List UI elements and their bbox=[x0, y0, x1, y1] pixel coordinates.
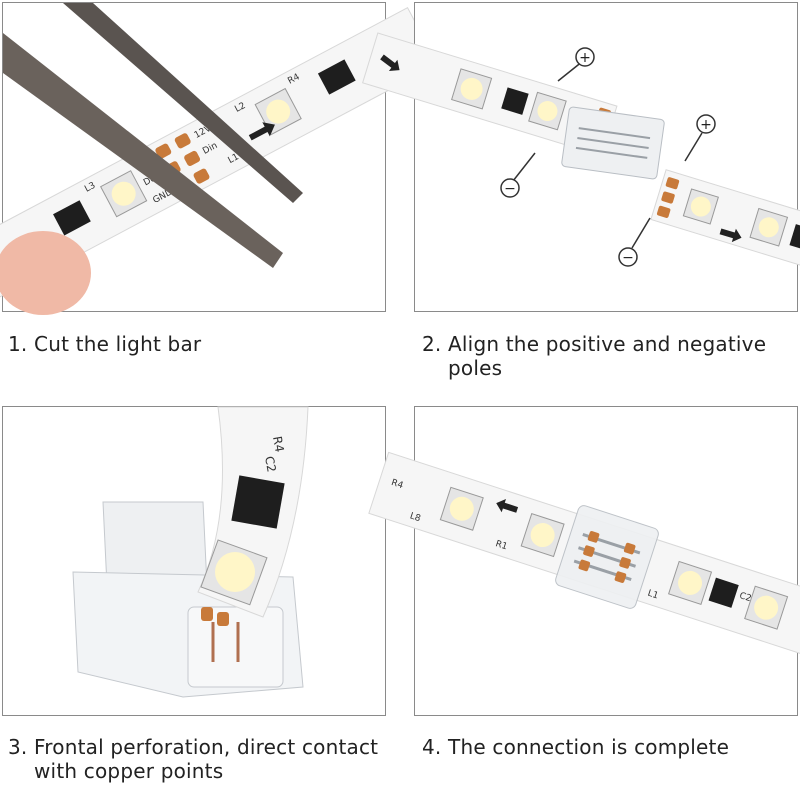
positive-marker-icon bbox=[575, 47, 595, 67]
step2-image: + − + − bbox=[362, 2, 800, 312]
step-number: 1. bbox=[8, 332, 28, 356]
closed-connector bbox=[555, 505, 659, 609]
step-text-line2: with copper points bbox=[34, 759, 224, 783]
led-icon bbox=[530, 523, 555, 548]
led-icon bbox=[111, 181, 136, 206]
chip-icon bbox=[317, 59, 356, 95]
finger bbox=[0, 231, 91, 315]
label-l1: L1 bbox=[646, 589, 659, 602]
copper-pad bbox=[174, 133, 191, 149]
led-icon bbox=[449, 496, 474, 521]
step-text-line1: Frontal perforation, direct contact bbox=[34, 735, 379, 759]
step-text-line1: Align the positive and negative bbox=[448, 332, 767, 356]
scissors-icon bbox=[3, 3, 303, 268]
strip-connector bbox=[561, 106, 665, 180]
label-l3: L3 bbox=[83, 181, 97, 195]
positive-symbol: + bbox=[700, 117, 712, 133]
copper-pad bbox=[184, 150, 201, 166]
arrow-left-icon bbox=[496, 498, 519, 513]
step3-image: R4 C2 bbox=[2, 406, 386, 716]
step-text-line2: poles bbox=[448, 356, 503, 380]
chip-icon bbox=[53, 200, 91, 236]
step-number: 2. bbox=[422, 332, 442, 356]
led-icon bbox=[758, 217, 779, 238]
negative-marker-icon bbox=[500, 178, 520, 198]
led-icon bbox=[460, 77, 483, 100]
copper-pad bbox=[155, 143, 172, 159]
led-icon bbox=[215, 552, 255, 592]
chip-icon bbox=[231, 475, 285, 529]
led-icon bbox=[754, 595, 779, 620]
arrow-right-icon bbox=[380, 54, 400, 71]
negative-symbol: − bbox=[504, 181, 516, 197]
step-number: 3. bbox=[8, 735, 28, 759]
label-r4: R4 bbox=[270, 435, 287, 453]
label-c2: C2 bbox=[262, 455, 279, 473]
label-l1: L1 bbox=[227, 152, 241, 166]
chip-icon bbox=[708, 577, 739, 608]
led-icon bbox=[537, 101, 558, 122]
step3-caption: 3. Frontal perforation, direct contact w… bbox=[8, 735, 378, 783]
led-icon bbox=[266, 99, 291, 124]
arrow-right-icon bbox=[719, 228, 742, 243]
led-icon bbox=[690, 196, 711, 217]
led-icon bbox=[678, 570, 703, 595]
copper-pad bbox=[217, 612, 229, 626]
step4-image: R4 L8 R1 L1 C2 bbox=[368, 406, 800, 716]
copper-pad bbox=[193, 168, 210, 184]
chip-icon bbox=[501, 87, 529, 115]
label-r1: R1 bbox=[494, 539, 508, 552]
step1-image: 12V Din Do GND C2 L3 L2 L1 R4 bbox=[0, 2, 439, 315]
step-number: 4. bbox=[422, 735, 442, 759]
positive-symbol: + bbox=[579, 50, 591, 66]
label-l8: L8 bbox=[408, 511, 422, 524]
label-l2: L2 bbox=[233, 101, 247, 115]
positive-marker-icon bbox=[696, 114, 716, 134]
negative-marker-icon bbox=[618, 247, 638, 267]
step4-caption: 4. The connection is complete bbox=[422, 735, 729, 759]
step2-caption: 2. Align the positive and negative poles bbox=[422, 332, 766, 380]
chip-icon bbox=[789, 224, 800, 252]
negative-symbol: − bbox=[622, 250, 634, 266]
label-c2: C2 bbox=[738, 591, 753, 604]
step1-caption: 1. Cut the light bar bbox=[8, 332, 201, 356]
copper-pad bbox=[201, 607, 213, 621]
step-text: Cut the light bar bbox=[34, 332, 202, 356]
label-r4: R4 bbox=[390, 478, 405, 491]
arrow-right-icon bbox=[248, 122, 275, 141]
step-text: The connection is complete bbox=[448, 735, 730, 759]
